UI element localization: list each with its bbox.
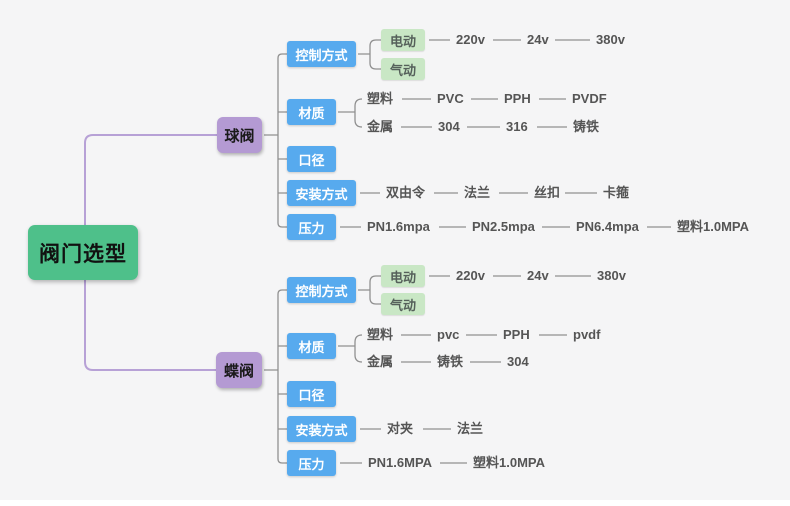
mindmap-node-df-plastic.c0[interactable]: pvc — [437, 327, 460, 342]
mindmap-node-qf-install.c1[interactable]: 法兰 — [464, 185, 491, 200]
mindmap-node-df-plastic[interactable]: 塑料 — [367, 327, 394, 342]
mindmap-node-qf-plastic[interactable]: 塑料 — [367, 91, 394, 106]
mindmap-node-df-metal[interactable]: 金属 — [367, 354, 394, 369]
mindmap-node-df[interactable]: 蝶阀 — [216, 352, 262, 388]
mindmap-node-root[interactable]: 阀门选型 — [28, 225, 138, 280]
mindmap-node-qf-size[interactable]: 口径 — [287, 146, 336, 172]
mindmap-node-df-metal.c1[interactable]: 304 — [507, 354, 529, 369]
mindmap-node-df-install[interactable]: 安装方式 — [287, 416, 356, 442]
mindmap-node-df-press.c0[interactable]: PN1.6MPA — [368, 455, 433, 470]
connector-line — [338, 98, 363, 128]
mindmap-node-qf-press.c0[interactable]: PN1.6mpa — [367, 219, 430, 234]
connector-line — [264, 289, 287, 464]
mindmap-node-qf-elec.c1[interactable]: 24v — [527, 32, 549, 47]
connector-line — [264, 53, 287, 228]
mindmap-node-df-install.c1[interactable]: 法兰 — [457, 421, 484, 436]
mindmap-node-qf-metal[interactable]: 金属 — [367, 119, 394, 134]
mindmap-node-qf-install.c0[interactable]: 双由令 — [386, 185, 426, 200]
mindmap-node-df-metal.c0[interactable]: 铸铁 — [437, 354, 464, 369]
mindmap-node-df-plastic.c2[interactable]: pvdf — [573, 327, 601, 342]
mindmap-node-qf-plastic.c0[interactable]: PVC — [437, 91, 464, 106]
mindmap-node-df-elec.c0[interactable]: 220v — [456, 268, 485, 283]
mindmap-node-qf-install.c3[interactable]: 卡箍 — [603, 185, 630, 200]
mindmap-node-qf-mat[interactable]: 材质 — [287, 99, 336, 125]
mindmap-node-qf-plastic.c2[interactable]: PVDF — [572, 91, 607, 106]
mindmap-node-qf-press.c1[interactable]: PN2.5mpa — [472, 219, 535, 234]
mindmap-node-qf-ctrl[interactable]: 控制方式 — [287, 41, 356, 67]
mindmap-node-qf-metal.c0[interactable]: 304 — [438, 119, 460, 134]
mindmap-node-qf-press.c3[interactable]: 塑料1.0MPA — [677, 219, 749, 234]
mindmap-node-qf-metal.c1[interactable]: 316 — [506, 119, 528, 134]
mindmap-node-qf-install[interactable]: 安装方式 — [287, 180, 356, 206]
mindmap-node-df-press[interactable]: 压力 — [287, 450, 336, 476]
connector-line — [358, 275, 381, 305]
connector-line — [338, 334, 363, 363]
bottom-margin — [0, 500, 790, 506]
mindmap-node-qf-press.c2[interactable]: PN6.4mpa — [576, 219, 639, 234]
mindmap-node-qf-plastic.c1[interactable]: PPH — [504, 91, 531, 106]
mindmap-node-df-ctrl[interactable]: 控制方式 — [287, 277, 356, 303]
mindmap-node-qf-metal.c2[interactable]: 铸铁 — [573, 119, 600, 134]
mindmap-node-qf-press[interactable]: 压力 — [287, 214, 336, 240]
mindmap-node-qf-elec.c2[interactable]: 380v — [596, 32, 625, 47]
mindmap-node-df-size[interactable]: 口径 — [287, 381, 336, 407]
mindmap-node-qf-elec[interactable]: 电动 — [381, 29, 425, 51]
mindmap-node-df-elec[interactable]: 电动 — [381, 265, 425, 287]
mindmap-node-df-plastic.c1[interactable]: PPH — [503, 327, 530, 342]
mindmap-node-qf-pneu[interactable]: 气动 — [381, 58, 425, 80]
mindmap-node-df-elec.c2[interactable]: 380v — [597, 268, 626, 283]
connector-line — [358, 39, 381, 70]
mindmap-node-df-pneu[interactable]: 气动 — [381, 293, 425, 315]
mindmap-node-df-press.c1[interactable]: 塑料1.0MPA — [473, 455, 545, 470]
mindmap-node-df-mat[interactable]: 材质 — [287, 333, 336, 359]
mindmap-node-qf[interactable]: 球阀 — [217, 117, 262, 153]
mindmap-node-qf-elec.c0[interactable]: 220v — [456, 32, 485, 47]
mindmap-node-df-install.c0[interactable]: 对夹 — [387, 421, 414, 436]
mindmap-node-df-elec.c1[interactable]: 24v — [527, 268, 549, 283]
mindmap-node-qf-install.c2[interactable]: 丝扣 — [534, 185, 561, 200]
